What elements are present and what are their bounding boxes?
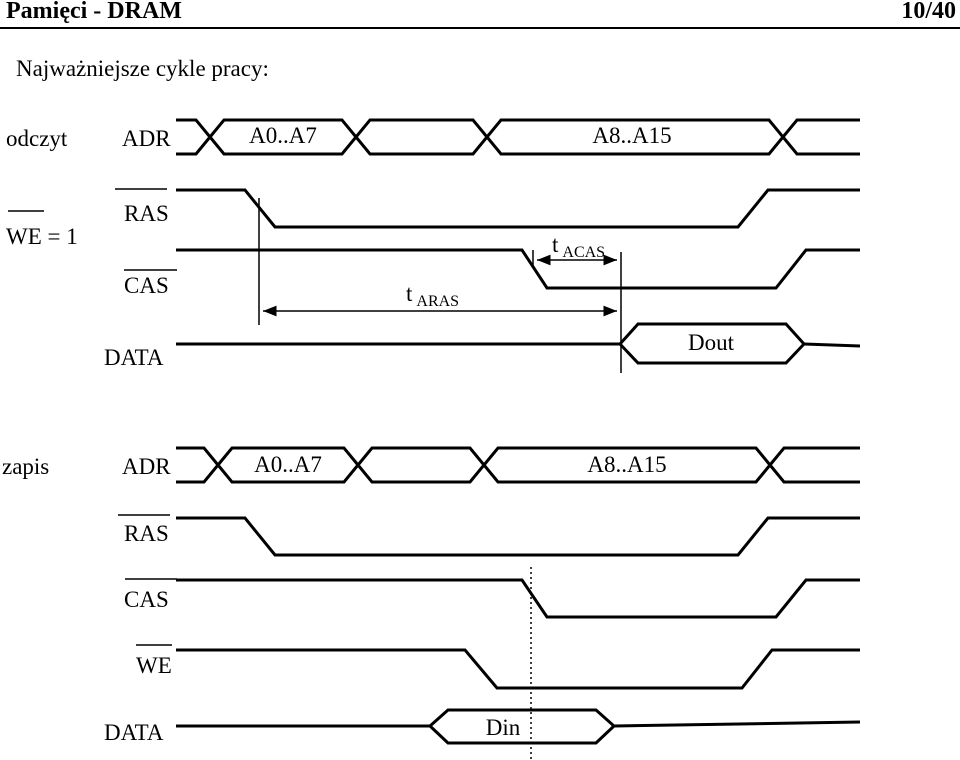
read-bus-first-label: A0..A7 (249, 123, 317, 148)
read-cycle-label: odczyt (6, 126, 68, 151)
read-bus-second-label: A8..A15 (592, 123, 671, 148)
write-cycle-label: zapis (2, 454, 49, 479)
active-low-overbars (8, 188, 177, 646)
timing-markers (258, 198, 622, 760)
dout-label: Dout (688, 330, 735, 355)
slide-header: Pamięci - DRAM 10/40 (0, 0, 960, 29)
write-we-label: WE (136, 653, 172, 678)
page-number: 10/40 (901, 0, 956, 24)
read-ras-label: RAS (124, 201, 169, 226)
write-cas-waveform (176, 578, 860, 619)
write-bus-second-label: A8..A15 (587, 452, 666, 477)
slide-title: Pamięci - DRAM (6, 0, 182, 24)
write-ras-label: RAS (124, 521, 169, 546)
write-data-waveform (176, 708, 861, 745)
write-bus-first-label: A0..A7 (254, 452, 322, 477)
write-data-label: DATA (104, 720, 164, 745)
read-adr-label: ADR (122, 126, 171, 151)
waveforms (176, 118, 861, 745)
read-ras-waveform (176, 188, 860, 229)
header-divider (0, 27, 960, 29)
read-data-waveform (176, 322, 861, 365)
slide-subtitle: Najważniejsze cykle pracy: (16, 56, 269, 81)
read-data-label: DATA (104, 345, 164, 370)
read-cas-label: CAS (124, 273, 169, 298)
read-cas-waveform (176, 248, 860, 290)
write-ras-waveform (176, 516, 860, 557)
write-adr-label: ADR (122, 454, 171, 479)
write-adr-waveform (176, 446, 860, 484)
write-cas-label: CAS (124, 587, 169, 612)
din-label: Din (486, 715, 521, 740)
we-condition-label: WE = 1 (6, 224, 78, 249)
read-adr-waveform (176, 118, 860, 156)
write-we-waveform (176, 648, 860, 690)
